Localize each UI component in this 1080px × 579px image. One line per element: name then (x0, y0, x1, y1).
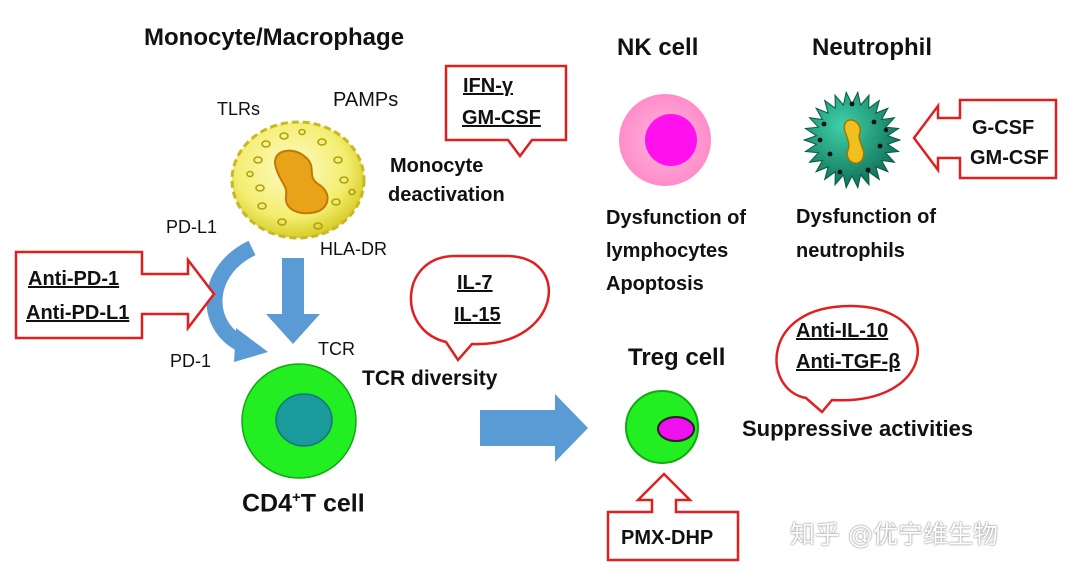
ifn-gamma-label: IFN-γ (463, 75, 513, 97)
nk-caption-line2: lymphocytes (606, 240, 729, 262)
neutrophil-caption-line1: Dysfunction of (796, 206, 936, 228)
il-15-label: IL-15 (454, 304, 501, 326)
watermark: 知乎 @优宁维生物 (790, 520, 998, 549)
pd-l1-arrow-head (234, 328, 268, 362)
neutrophil-caption-line2: neutrophils (796, 240, 905, 262)
nk-caption-line3: Apoptosis (606, 273, 704, 295)
hla-dr-arrow-shaft (282, 258, 304, 316)
suppressive-activities-label: Suppressive activities (742, 416, 974, 441)
il-bubble (409, 254, 551, 363)
pmx-dhp-arrow-box (606, 472, 740, 562)
neutrophil-cytokine-box (912, 98, 1058, 180)
g-csf-label: G-CSF (972, 117, 1035, 139)
pd-l1-curved-arrow (206, 240, 256, 354)
monocyte-deactivation-line2: deactivation (388, 184, 505, 206)
tlrs-label: TLRs (217, 99, 261, 119)
anti-tgf-beta-label: Anti-TGF-β (796, 351, 901, 373)
nk-cell (619, 94, 711, 186)
anti-il-10-label: Anti-IL-10 (796, 320, 889, 342)
nk-cell-title: NK cell (617, 34, 699, 61)
il-7-label: IL-7 (457, 272, 493, 294)
hla-dr-arrow-head (266, 314, 320, 344)
treg-title: Treg cell (628, 344, 726, 371)
tcell-to-treg-arrow (480, 394, 588, 462)
tcr-diversity-label: TCR diversity (362, 367, 498, 390)
neutrophil-gm-csf-label: GM-CSF (970, 147, 1049, 169)
cd4-t-cell-label: CD4+T cell (242, 489, 365, 518)
pamps-label: PAMPs (333, 89, 399, 111)
nk-caption-line1: Dysfunction of (606, 207, 746, 229)
monocyte-cell (230, 120, 366, 240)
monocyte-granules (246, 128, 356, 230)
hla-dr-label: HLA-DR (320, 239, 388, 259)
monocyte-title: Monocyte/Macrophage (144, 24, 405, 51)
anti-pd-1-label: Anti-PD-1 (28, 268, 120, 290)
tcr-label: TCR (318, 339, 355, 359)
cd4-t-cell (241, 363, 357, 479)
cytokine-callout-box (444, 64, 568, 159)
monocyte-nucleus (274, 149, 329, 215)
treg-bubble (775, 304, 919, 414)
treg-cell (625, 390, 699, 464)
gm-csf-label: GM-CSF (462, 107, 541, 129)
monocyte-deactivation-line1: Monocyte (390, 155, 484, 177)
pmx-dhp-label: PMX-DHP (621, 527, 714, 549)
neutrophil-title: Neutrophil (812, 34, 932, 61)
pd-l1-label: PD-L1 (166, 217, 218, 237)
checkpoint-arrow-box (14, 250, 216, 340)
neutrophil-cell (802, 90, 902, 190)
anti-pd-l1-label: Anti-PD-L1 (26, 302, 130, 324)
pd-1-label: PD-1 (170, 351, 212, 371)
